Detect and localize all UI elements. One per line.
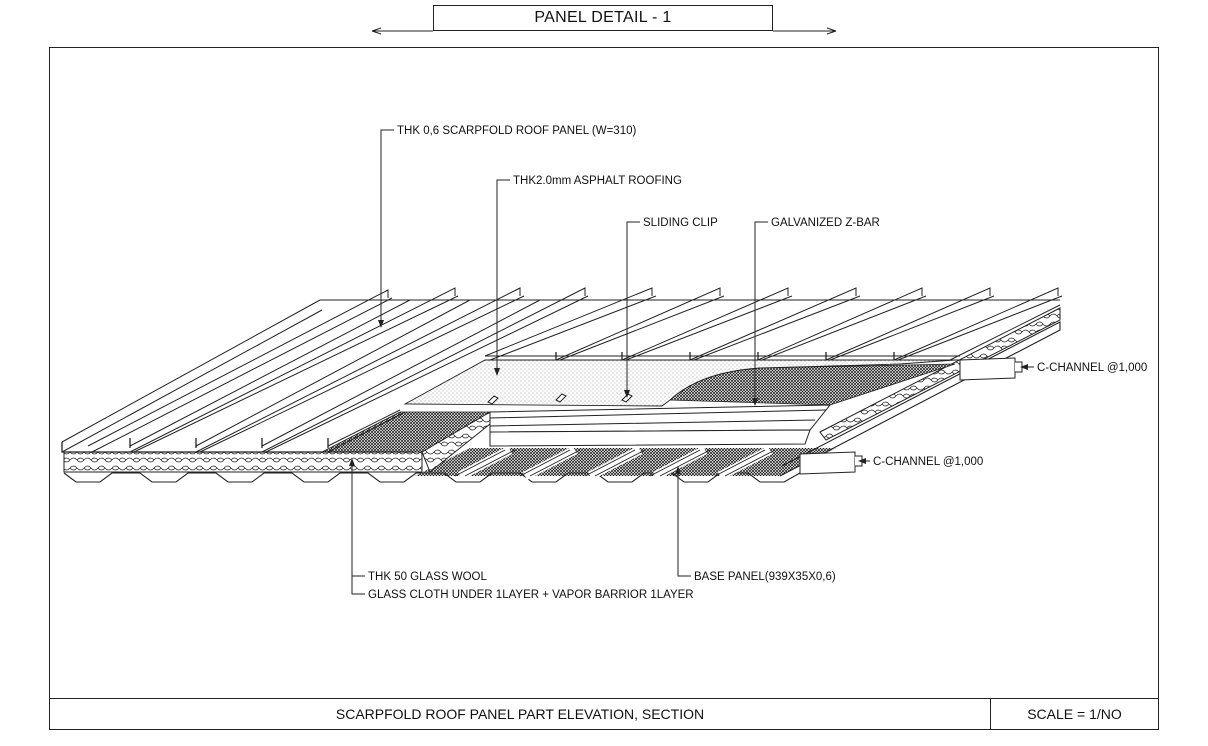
galvanized-z-bar bbox=[489, 404, 832, 447]
title-block-footer: SCARPFOLD ROOF PANEL PART ELEVATION, SEC… bbox=[50, 698, 1158, 729]
label-roof-panel: THK 0,6 SCARPFOLD ROOF PANEL (W=310) bbox=[397, 125, 636, 137]
label-asphalt-roofing: THK2.0mm ASPHALT ROOFING bbox=[513, 175, 682, 187]
label-c-channel-lower: C-CHANNEL @1,000 bbox=[873, 456, 983, 468]
glass-wool-layer bbox=[63, 307, 1061, 473]
base-panel bbox=[63, 321, 1061, 483]
c-channel-upper bbox=[959, 357, 1023, 381]
label-sliding-clip: SLIDING CLIP bbox=[643, 217, 718, 229]
title-leader-lines bbox=[371, 27, 837, 35]
c-channel-lower bbox=[799, 451, 863, 475]
panel-detail-title: PANEL DETAIL - 1 bbox=[433, 5, 773, 31]
roof-panel-sheet bbox=[61, 287, 1063, 453]
leader-arrowheads bbox=[349, 320, 1028, 474]
drawing-frame: SCARPFOLD ROOF PANEL PART ELEVATION, SEC… bbox=[49, 47, 1159, 730]
leader-lines bbox=[351, 129, 1034, 595]
label-base-panel: BASE PANEL(939X35X0,6) bbox=[694, 571, 836, 583]
label-glass-cloth: GLASS CLOTH UNDER 1LAYER + VAPOR BARRIOR… bbox=[368, 589, 694, 601]
label-glass-wool: THK 50 GLASS WOOL bbox=[368, 571, 487, 583]
drawing-scale: SCALE = 1/NO bbox=[1027, 706, 1122, 722]
asphalt-roofing-area bbox=[403, 359, 956, 407]
label-galvanized-z-bar: GALVANIZED Z-BAR bbox=[771, 217, 880, 229]
drawing-caption: SCARPFOLD ROOF PANEL PART ELEVATION, SEC… bbox=[50, 699, 991, 729]
label-c-channel-upper: C-CHANNEL @1,000 bbox=[1037, 362, 1147, 374]
